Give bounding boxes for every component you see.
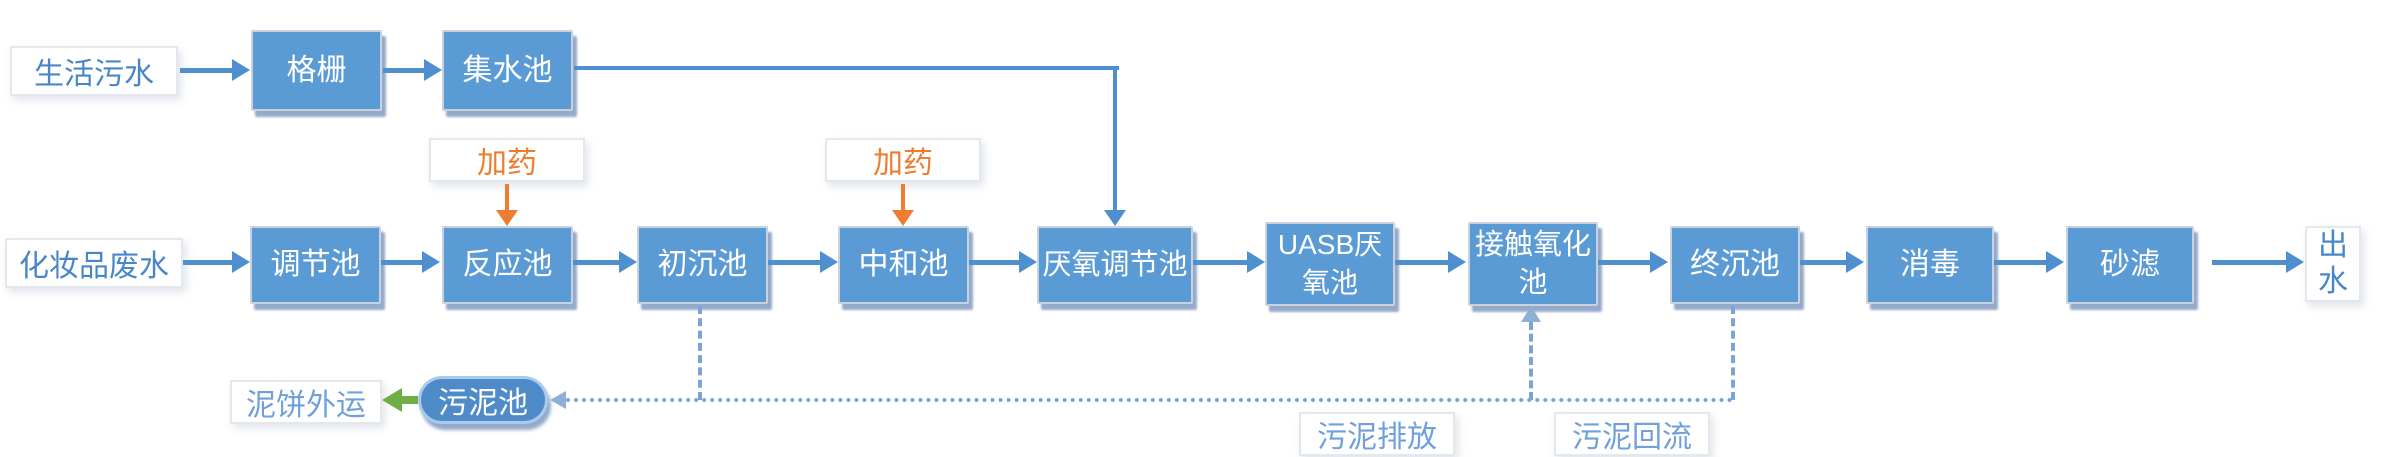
label-domestic-sewage: 生活污水	[10, 46, 178, 96]
label-sludge-return: 污泥回流	[1554, 412, 1710, 456]
arrow-primary-to-neutralization-head	[820, 251, 838, 273]
arrow-dosing-2-head	[892, 210, 914, 226]
label-dosing-2: 加药	[825, 138, 981, 182]
arrow-sludge-to-cake-line	[400, 396, 418, 404]
arrow-dosing-1-line	[505, 184, 509, 210]
node-contact-oxidation-tank: 接触氧化池	[1468, 222, 1598, 306]
node-collection-tank: 集水池	[442, 30, 573, 111]
arrow-reaction-to-primary-line	[573, 260, 619, 265]
sludge-return-arrow-head	[1521, 306, 1541, 322]
arrow-sludge-to-cake-head	[382, 388, 402, 412]
node-sludge-tank: 污泥池	[418, 376, 548, 424]
arrow-dosing-1-head	[496, 210, 518, 226]
arrow-neutralization-to-anaerobic-line	[969, 260, 1019, 265]
arrow-final-to-disinfection-head	[1846, 251, 1864, 273]
node-grid-screen: 格栅	[251, 30, 382, 111]
node-regulating-tank: 调节池	[250, 226, 381, 304]
arrow-final-to-disinfection-line	[1800, 260, 1846, 265]
arrow-sand-to-effluent-line	[2212, 260, 2286, 265]
arrow-regulating-to-reaction-head	[422, 251, 440, 273]
node-sand-filter: 砂滤	[2066, 226, 2194, 304]
node-final-sedimentation-tank: 终沉池	[1670, 226, 1800, 304]
sludge-drop-from-primary-sedimentation	[698, 306, 702, 400]
node-primary-sedimentation-tank: 初沉池	[637, 226, 768, 304]
arrow-domestic-to-grid-head	[232, 59, 250, 81]
node-anaerobic-regulating-tank: 厌氧调节池	[1037, 226, 1193, 304]
arrow-contact-to-final-head	[1650, 251, 1668, 273]
sludge-horizontal-dashed-line	[566, 398, 1733, 402]
node-reaction-tank: 反应池	[442, 226, 573, 304]
arrow-cosmetic-to-regulating-line	[183, 260, 232, 265]
node-disinfection: 消毒	[1866, 226, 1994, 304]
label-sludge-discharge: 污泥排放	[1299, 412, 1455, 456]
sludge-line-left-arrow-head	[550, 391, 566, 409]
arrow-domestic-to-grid-line	[180, 68, 232, 73]
sludge-drop-from-final-sedimentation	[1731, 306, 1735, 400]
node-uasb-anaerobic-tank: UASB厌氧池	[1265, 222, 1395, 306]
elbow-collection-arrow-head	[1104, 210, 1126, 226]
sludge-return-to-contact-oxidation	[1529, 322, 1533, 400]
arrow-uasb-to-contact-head	[1448, 251, 1466, 273]
arrow-dosing-2-line	[901, 184, 905, 210]
arrow-contact-to-final-line	[1598, 260, 1650, 265]
arrow-neutralization-to-anaerobic-head	[1019, 251, 1037, 273]
elbow-collection-horizontal-line	[574, 66, 1119, 70]
arrow-anaerobic-to-uasb-line	[1193, 260, 1247, 265]
arrow-primary-to-neutralization-line	[768, 260, 820, 265]
arrow-disinfection-to-sand-line	[1994, 260, 2046, 265]
label-cosmetic-wastewater: 化妆品废水	[5, 238, 183, 288]
arrow-disinfection-to-sand-head	[2046, 251, 2064, 273]
elbow-collection-vertical-line	[1113, 66, 1117, 212]
arrow-anaerobic-to-uasb-head	[1247, 251, 1265, 273]
arrow-grid-to-collection-line	[383, 68, 424, 73]
arrow-cosmetic-to-regulating-head	[232, 251, 250, 273]
node-neutralization-tank: 中和池	[838, 226, 969, 304]
arrow-uasb-to-contact-line	[1395, 260, 1448, 265]
arrow-grid-to-collection-head	[424, 59, 442, 81]
label-dosing-1: 加药	[429, 138, 585, 182]
arrow-reaction-to-primary-head	[619, 251, 637, 273]
arrow-regulating-to-reaction-line	[381, 260, 422, 265]
arrow-sand-to-effluent-head	[2286, 251, 2304, 273]
label-effluent: 出水	[2305, 226, 2361, 302]
label-sludge-cake-out: 泥饼外运	[230, 380, 382, 424]
